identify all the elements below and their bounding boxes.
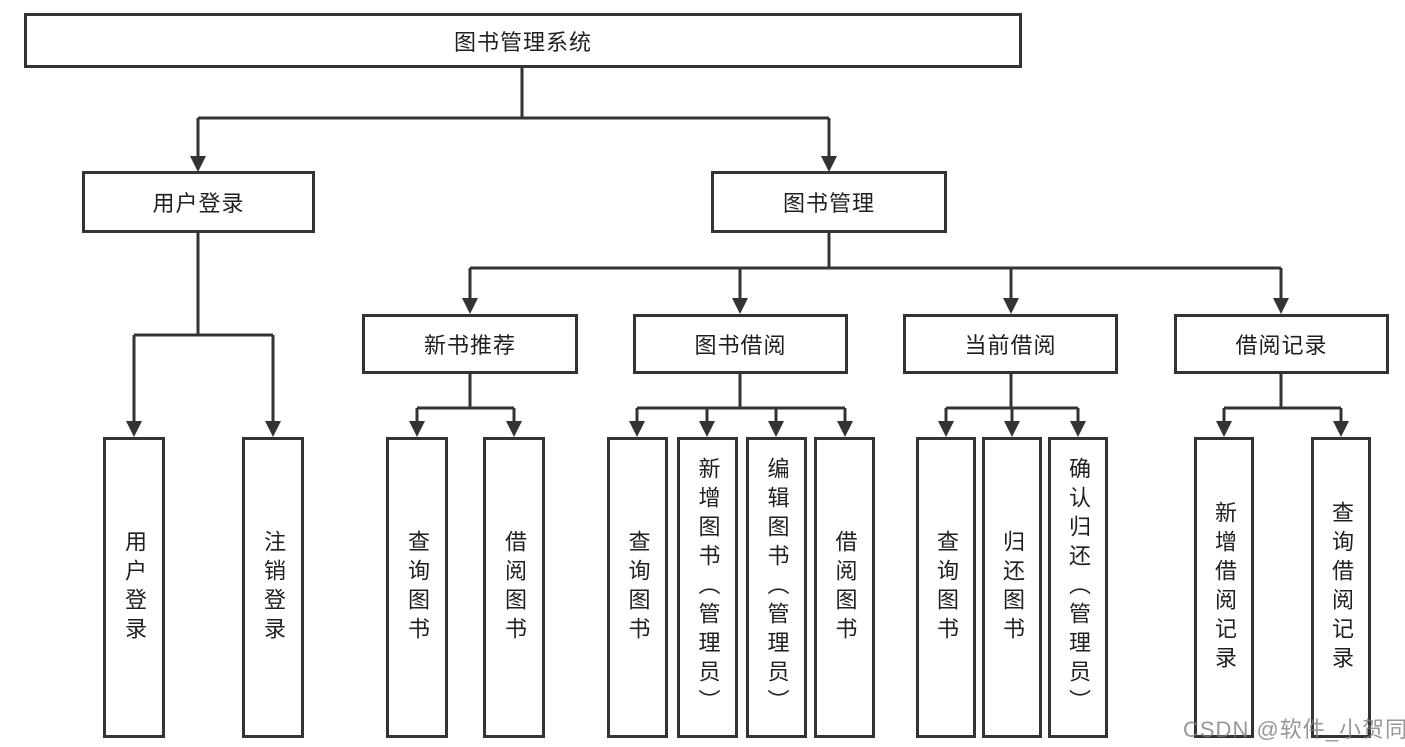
leaf-current-return-label: 归还图书 bbox=[1000, 529, 1025, 646]
leaf-borrow-edit: 编辑图书（管理员） bbox=[746, 437, 807, 738]
leaf-logout: 注销登录 bbox=[242, 437, 304, 738]
box-borrow-records: 借阅记录 bbox=[1174, 314, 1389, 374]
leaf-user-login-label: 用户登录 bbox=[122, 529, 147, 646]
leaf-records-add: 新增借阅记录 bbox=[1194, 437, 1254, 738]
leaf-newbooks-borrow: 借阅图书 bbox=[483, 437, 545, 738]
leaf-logout-label: 注销登录 bbox=[261, 529, 286, 646]
box-new-book-recommend: 新书推荐 bbox=[362, 314, 578, 374]
arrowhead-icons bbox=[126, 156, 1349, 437]
leaf-current-query: 查询图书 bbox=[916, 437, 976, 738]
leaf-borrow-add-label: 新增图书（管理员） bbox=[695, 457, 721, 718]
leaf-records-query: 查询借阅记录 bbox=[1311, 437, 1371, 738]
box-book-management: 图书管理 bbox=[711, 171, 947, 233]
leaf-current-confirm-return-label: 确认归还（管理员） bbox=[1066, 457, 1091, 718]
leaf-user-login: 用户登录 bbox=[103, 437, 165, 738]
leaf-borrow-query: 查询图书 bbox=[607, 437, 668, 738]
leaf-current-query-label: 查询图书 bbox=[934, 529, 959, 646]
box-root-system: 图书管理系统 bbox=[24, 13, 1022, 68]
box-user-login: 用户登录 bbox=[82, 171, 315, 233]
leaf-newbooks-query: 查询图书 bbox=[386, 437, 448, 738]
leaf-newbooks-query-label: 查询图书 bbox=[405, 529, 430, 646]
leaf-records-query-label: 查询借阅记录 bbox=[1329, 500, 1354, 675]
leaf-borrow-borrow: 借阅图书 bbox=[814, 437, 875, 738]
leaf-current-return: 归还图书 bbox=[982, 437, 1042, 738]
box-current-borrow: 当前借阅 bbox=[903, 314, 1118, 374]
leaf-current-confirm-return: 确认归还（管理员） bbox=[1048, 437, 1108, 738]
leaf-newbooks-borrow-label: 借阅图书 bbox=[502, 529, 527, 646]
leaf-borrow-query-label: 查询图书 bbox=[625, 529, 651, 646]
box-book-borrow: 图书借阅 bbox=[633, 314, 848, 374]
leaf-borrow-edit-label: 编辑图书（管理员） bbox=[764, 457, 790, 718]
leaf-borrow-borrow-label: 借阅图书 bbox=[832, 529, 858, 646]
leaf-records-add-label: 新增借阅记录 bbox=[1212, 500, 1237, 675]
csdn-watermark: CSDN @软件_小贺同学 bbox=[1183, 717, 1405, 742]
leaf-borrow-add: 新增图书（管理员） bbox=[677, 437, 738, 738]
